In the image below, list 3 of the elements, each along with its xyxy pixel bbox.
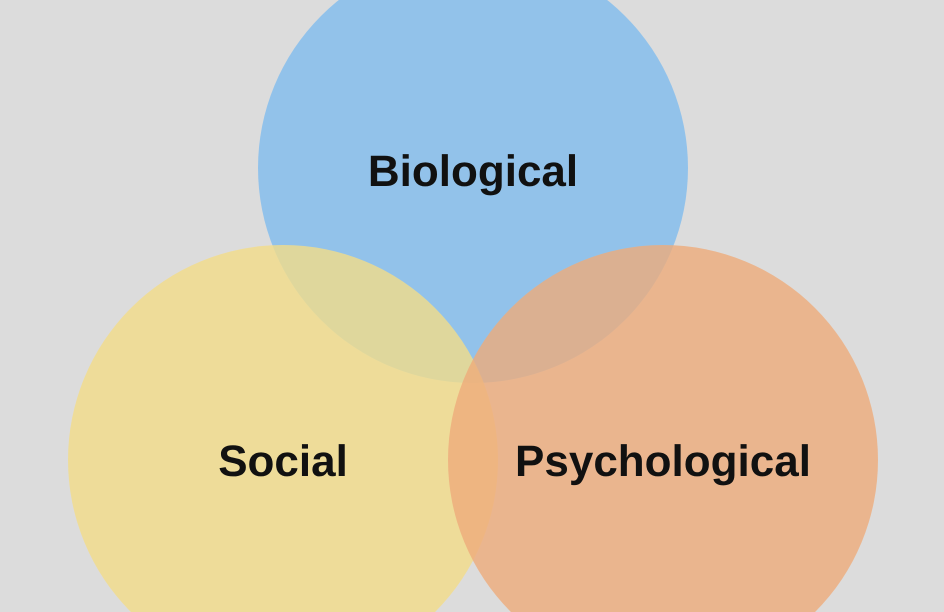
circle-label: Psychological (514, 440, 812, 484)
circle-label: Biological (366, 150, 580, 194)
circle-label: Social (217, 440, 349, 484)
